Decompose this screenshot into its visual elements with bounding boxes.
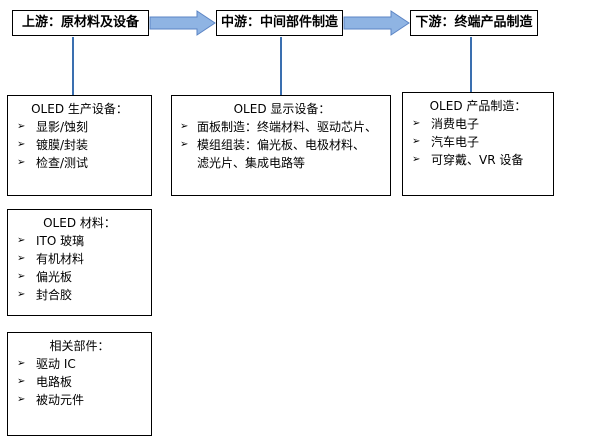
arrow-bullet-icon: ➢ (17, 253, 26, 264)
list-item: ➢ 封合胶 (14, 286, 145, 304)
arrow-bullet-icon: ➢ (180, 121, 189, 132)
item-label: 镀膜/封装 (36, 138, 89, 152)
arrow-bullet-icon: ➢ (412, 136, 421, 147)
item-label: 被动元件 (36, 393, 85, 407)
item-label: 偏光板 (36, 270, 73, 284)
list-item: ➢ 检查/测试 (14, 154, 145, 172)
list-item: ➢ 模组组装：偏光板、电极材料、 (177, 136, 387, 154)
list-item: ➢ 偏光板 (14, 268, 145, 286)
panel-oled-display-equipment: OLED 显示设备： ➢ 面板制造：终端材料、驱动芯片、 ➢ 模组组装：偏光板、… (171, 95, 391, 196)
arrow-bullet-icon: ➢ (17, 358, 26, 369)
item-label: ITO 玻璃 (36, 234, 85, 248)
list-item: ➢ 显影/蚀刻 (14, 118, 145, 136)
list-item: ➢ 面板制造：终端材料、驱动芯片、 (177, 118, 387, 136)
item-label: 显影/蚀刻 (36, 120, 89, 134)
stage-upstream-label: 上游：原材料及设备 (21, 15, 139, 30)
arrow-bullet-icon: ➢ (17, 235, 26, 246)
list-item: ➢ 镀膜/封装 (14, 136, 145, 154)
connector-upstream (72, 37, 74, 95)
arrow-bullet-icon: ➢ (17, 376, 26, 387)
stage-downstream: 下游：终端产品制造 (410, 10, 538, 36)
list-item: ➢ 可穿戴、VR 设备 (409, 151, 547, 169)
arrow-midstream-to-downstream (343, 10, 410, 36)
arrow-upstream-to-midstream (149, 10, 216, 36)
item-label: 有机材料 (36, 252, 85, 266)
connector-downstream (470, 37, 472, 92)
arrow-bullet-icon: ➢ (17, 289, 26, 300)
arrow-bullet-icon: ➢ (17, 157, 26, 168)
panel-title: OLED 生产设备： (31, 102, 128, 116)
stage-midstream: 中游：中间部件制造 (216, 10, 343, 36)
arrow-bullet-icon: ➢ (17, 121, 26, 132)
item-label: 检查/测试 (36, 156, 89, 170)
stage-upstream: 上游：原材料及设备 (12, 10, 149, 36)
list-item: ➢ 消费电子 (409, 115, 547, 133)
arrow-bullet-icon: ➢ (17, 139, 26, 150)
arrow-bullet-icon: ➢ (17, 394, 26, 405)
panel-title: OLED 材料： (43, 216, 116, 230)
list-item: ➢ 有机材料 (14, 250, 145, 268)
item-label: 可穿戴、VR 设备 (431, 153, 524, 167)
connector-midstream (280, 37, 282, 95)
item-label: 模组组装：偏光板、电极材料、 (197, 138, 366, 152)
panel-title: 相关部件： (49, 339, 110, 353)
item-label: 封合胶 (36, 288, 73, 302)
item-label: 驱动 IC (36, 357, 76, 371)
arrow-bullet-icon: ➢ (412, 118, 421, 129)
item-label: 面板制造：终端材料、驱动芯片、 (197, 120, 378, 134)
item-label-continuation: 滤光片、集成电路等 (197, 156, 306, 170)
stage-downstream-label: 下游：终端产品制造 (415, 15, 533, 30)
panel-title: OLED 显示设备： (233, 102, 331, 116)
panel-title: OLED 产品制造： (429, 99, 527, 113)
panel-related-components: 相关部件： ➢ 驱动 IC ➢ 电路板 ➢ 被动元件 (7, 332, 152, 436)
arrow-bullet-icon: ➢ (180, 139, 189, 150)
list-item-continuation: 滤光片、集成电路等 (177, 154, 387, 172)
list-item: ➢ 电路板 (14, 373, 145, 391)
panel-oled-product-manufacturing: OLED 产品制造： ➢ 消费电子 ➢ 汽车电子 ➢ 可穿戴、VR 设备 (402, 92, 554, 196)
arrow-bullet-icon: ➢ (17, 271, 26, 282)
list-item: ➢ 被动元件 (14, 391, 145, 409)
arrow-bullet-icon: ➢ (412, 154, 421, 165)
item-label: 汽车电子 (431, 135, 480, 149)
panel-oled-materials: OLED 材料： ➢ ITO 玻璃 ➢ 有机材料 ➢ 偏光板 ➢ 封合胶 (7, 209, 152, 316)
list-item: ➢ 驱动 IC (14, 355, 145, 373)
stage-midstream-label: 中游：中间部件制造 (220, 15, 338, 30)
item-label: 消费电子 (431, 117, 480, 131)
panel-oled-equipment: OLED 生产设备： ➢ 显影/蚀刻 ➢ 镀膜/封装 ➢ 检查/测试 (7, 95, 152, 196)
list-item: ➢ 汽车电子 (409, 133, 547, 151)
item-label: 电路板 (36, 375, 73, 389)
list-item: ➢ ITO 玻璃 (14, 232, 145, 250)
